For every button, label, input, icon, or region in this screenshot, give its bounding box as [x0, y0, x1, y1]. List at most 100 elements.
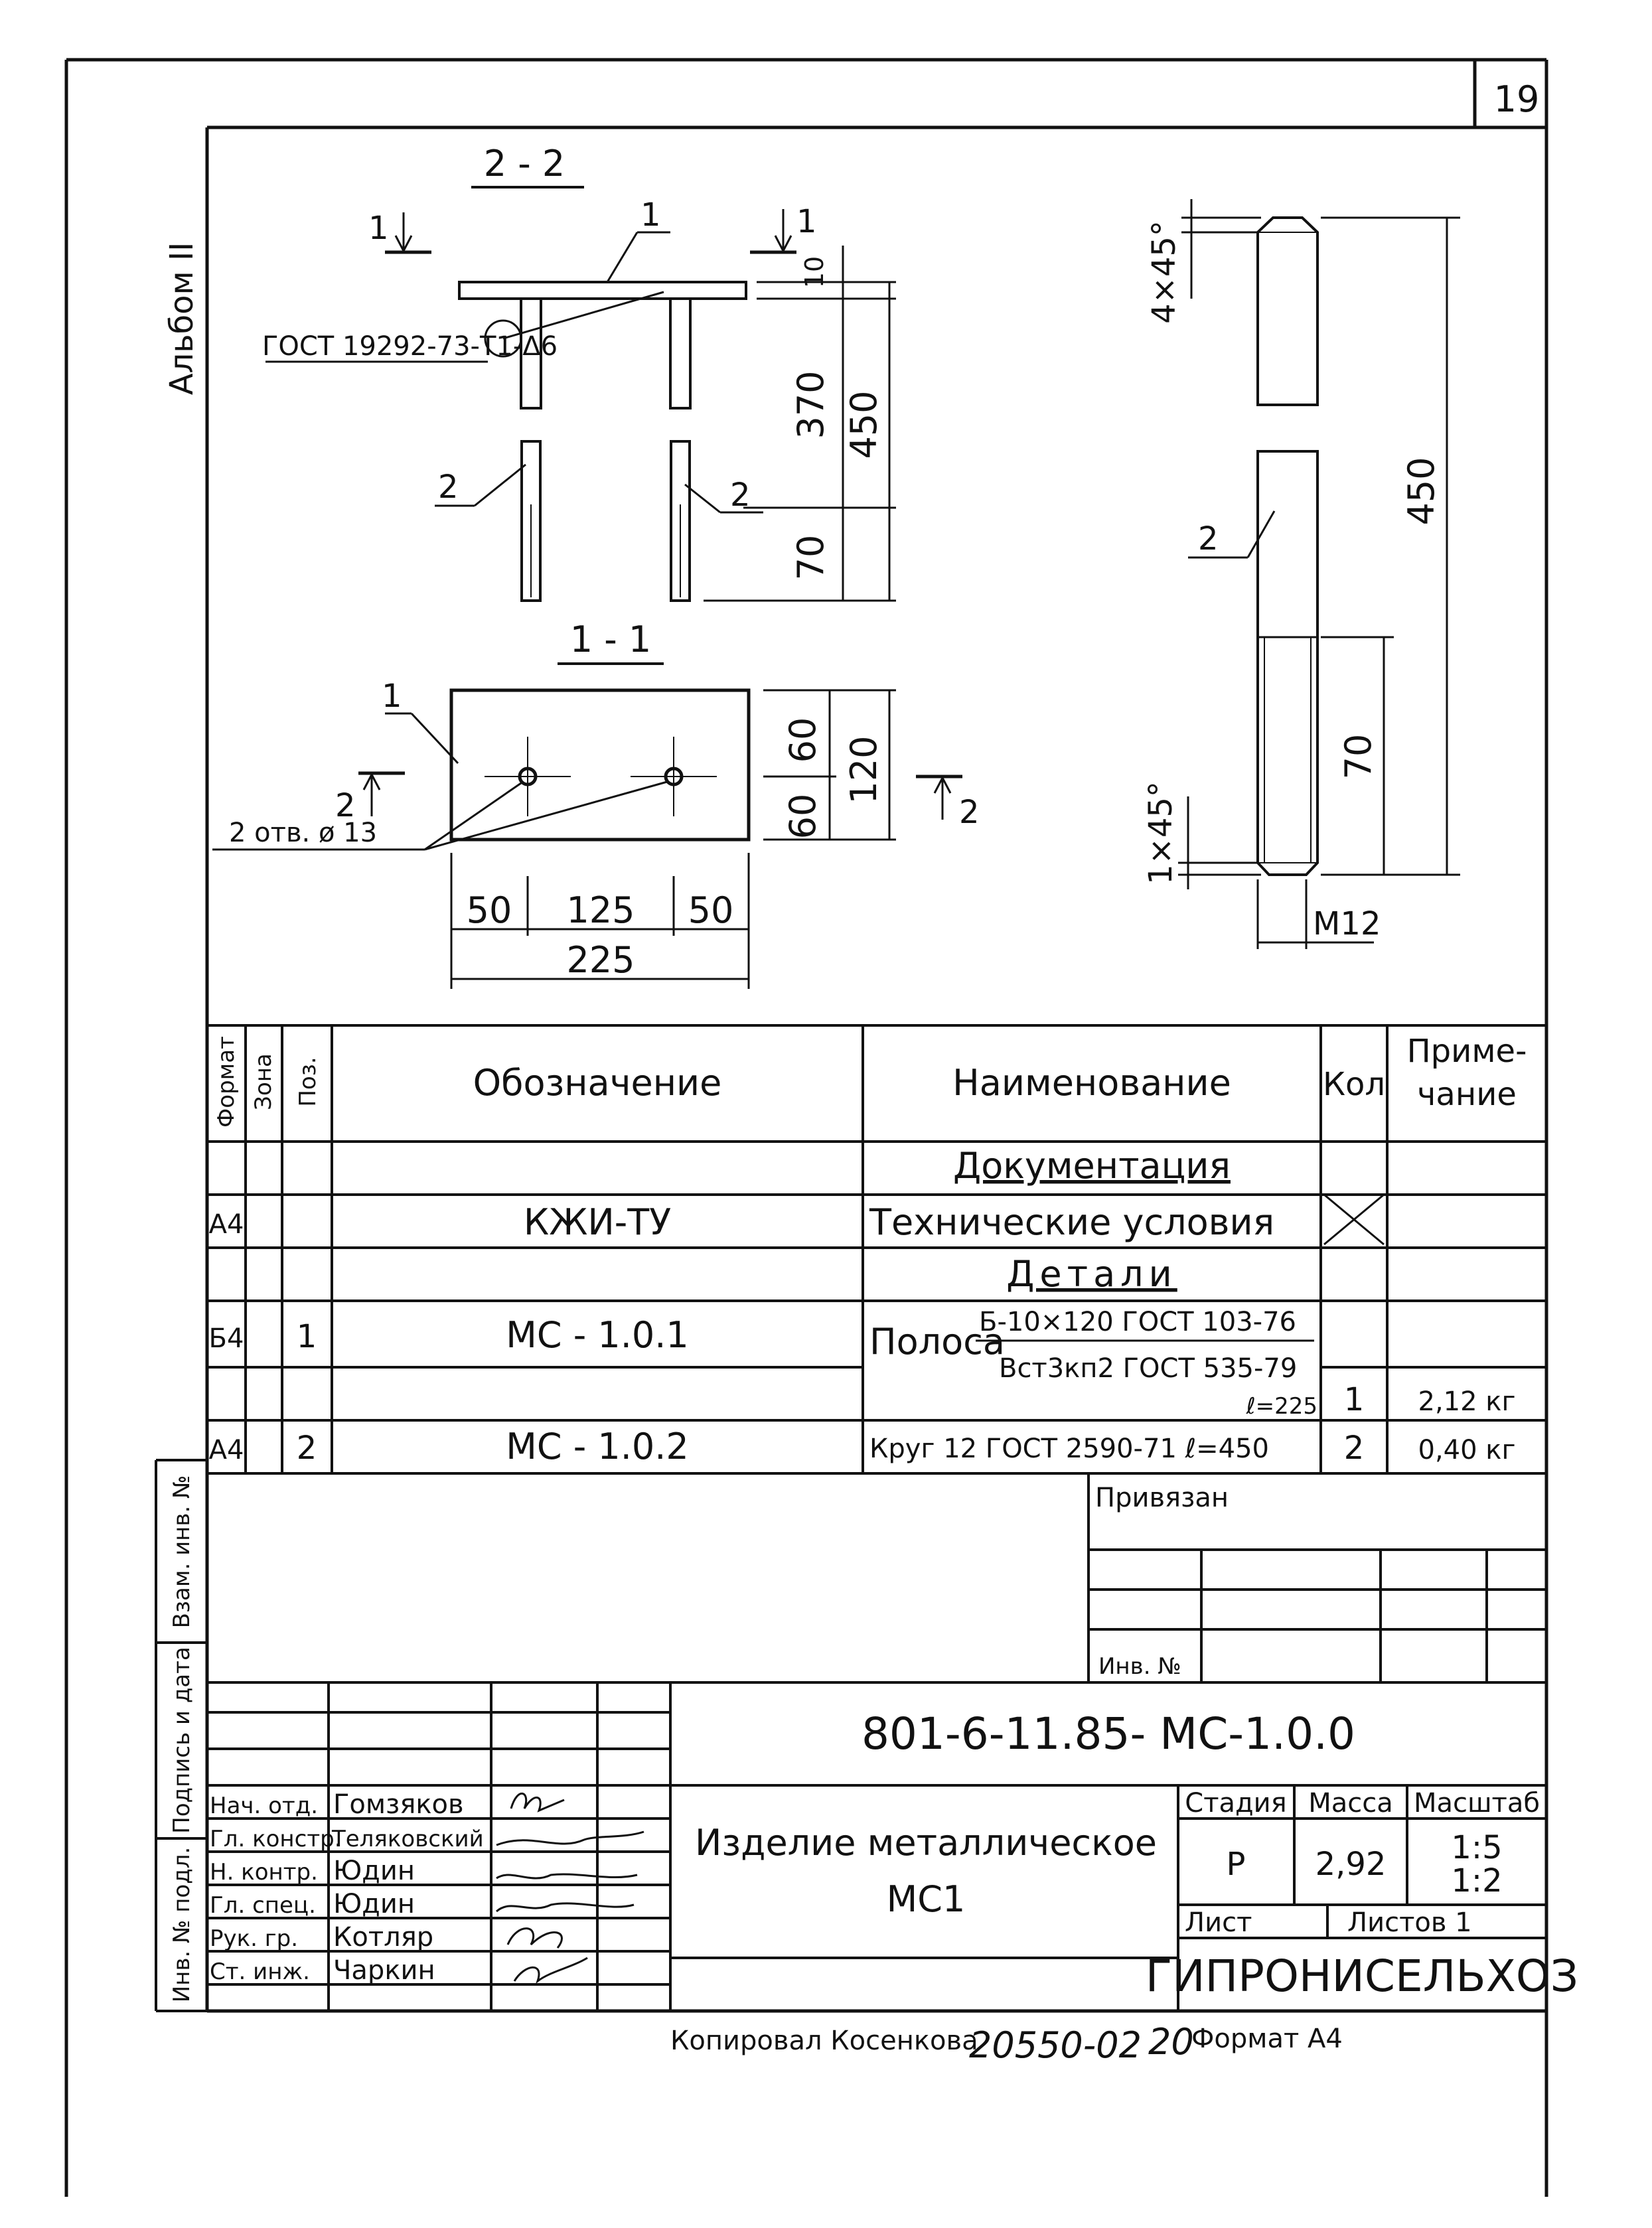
- col-qty-header: Кол: [1323, 1066, 1385, 1103]
- leader-part-1-plan: 1: [382, 678, 402, 715]
- section-2-2: 2 - 2 1 1 1 ГОСТ 19292-73-Т1-Δ6 2: [262, 143, 896, 602]
- row-1-pos: 1: [297, 1318, 317, 1355]
- scale-label: Масштаб: [1414, 1788, 1540, 1819]
- chamfer-bottom: 1×45°: [1142, 781, 1179, 885]
- section-2-2-title: 2 - 2: [484, 143, 565, 185]
- cut-1-right-number: 1: [796, 203, 817, 240]
- col-note-header-2: чание: [1417, 1076, 1517, 1113]
- dim-50-left: 50: [467, 889, 512, 931]
- col-pos-header: Поз.: [295, 1057, 321, 1106]
- row-1-note: 2,12 кг: [1418, 1386, 1516, 1417]
- rod-dim-70: 70: [1337, 734, 1379, 780]
- cut-2-right-number: 2: [959, 794, 980, 831]
- chamfer-top: 4×45°: [1146, 220, 1183, 324]
- row-2-name: Круг 12 ГОСТ 2590-71 ℓ=450: [869, 1434, 1269, 1464]
- stage-label: Стадия: [1185, 1788, 1286, 1819]
- leader-part-1: 1: [640, 196, 661, 234]
- signatures: [495, 1793, 644, 1984]
- footer-order-page: 20: [1148, 2021, 1194, 2063]
- name-4: Котляр: [333, 1922, 433, 1953]
- section-parts: Детали: [1006, 1253, 1177, 1295]
- cut-2-left-number: 2: [335, 787, 356, 824]
- binding-label: Привязан: [1095, 1483, 1229, 1513]
- dim-125: 125: [566, 889, 635, 931]
- dim-370: 370: [790, 370, 832, 439]
- row-2-qty: 2: [1344, 1430, 1365, 1467]
- row-1-name-top: Б-10×120 ГОСТ 103-76: [979, 1307, 1296, 1337]
- rod-leader-2: 2: [1198, 520, 1219, 557]
- mass-label: Масса: [1308, 1788, 1393, 1819]
- section-1-1: 1 - 1 1 2 отв. ø 13 2 2: [212, 619, 980, 989]
- product-code: МС1: [887, 1878, 966, 1920]
- sheet-label: Лист: [1185, 1907, 1252, 1938]
- sheet-frame: [64, 58, 1548, 2197]
- anchor-thread-left: [520, 440, 542, 602]
- title-block: [207, 1682, 1546, 2011]
- dim-60-top: 60: [782, 717, 824, 763]
- role-3: Гл. спец.: [210, 1892, 316, 1919]
- col-designation-header: Обозначение: [473, 1062, 722, 1104]
- name-2: Юдин: [333, 1856, 415, 1886]
- sheet-number: 19: [1494, 78, 1540, 120]
- row-docs-format: А4: [209, 1209, 244, 1240]
- dim-10: 10: [800, 256, 829, 288]
- role-2: Н. контр.: [210, 1859, 318, 1886]
- footer-order: 20550-02: [969, 2024, 1142, 2066]
- side-stamp: [155, 1459, 207, 2012]
- name-1: Теляковский: [331, 1826, 484, 1852]
- anchor-thread-right: [670, 440, 691, 602]
- binding-block: [207, 1473, 1546, 1684]
- side-inv-podl: Инв. № подл.: [169, 1847, 195, 2003]
- dim-225: 225: [566, 939, 635, 981]
- role-4: Рук. гр.: [210, 1925, 298, 1952]
- anchor-stud-right: [669, 297, 692, 409]
- row-docs-designation: КЖИ-ТУ: [524, 1201, 671, 1243]
- row-2-designation: МС - 1.0.2: [506, 1426, 689, 1467]
- side-podpis: Подпись и дата: [169, 1647, 195, 1834]
- footer-format: Формат А4: [1191, 2024, 1343, 2054]
- col-format-header: Формат: [213, 1036, 240, 1128]
- document-code: 801-6-11.85- МС-1.0.0: [862, 1708, 1355, 1759]
- section-documentation: Документация: [953, 1145, 1231, 1187]
- name-5: Чаркин: [333, 1955, 435, 1986]
- section-1-1-title: 1 - 1: [570, 619, 652, 660]
- col-zone-header: Зона: [250, 1053, 277, 1110]
- rod-detail: 4×45° 1×45° 2 450 70 М12: [1142, 199, 1460, 949]
- mass-value: 2,92: [1315, 1846, 1387, 1883]
- col-name-header: Наименование: [952, 1062, 1231, 1104]
- dim-450-section: 450: [843, 390, 885, 459]
- row-1-format: Б4: [209, 1323, 244, 1354]
- col-note-header-1: Приме-: [1407, 1033, 1527, 1070]
- row-1-qty: 1: [1344, 1381, 1365, 1418]
- plate-part-1-section: [458, 281, 747, 300]
- scale-value-2: 1:2: [1451, 1862, 1502, 1899]
- sheets-total: Листов 1: [1347, 1907, 1472, 1938]
- row-1-length: ℓ=225: [1246, 1393, 1317, 1420]
- scale-value-1: 1:5: [1451, 1829, 1502, 1866]
- stage-value: Р: [1227, 1846, 1246, 1883]
- spec-table: [207, 1024, 1546, 1475]
- row-docs-name: Технические условия: [869, 1201, 1274, 1243]
- row-1-designation: МС - 1.0.1: [506, 1314, 689, 1356]
- dim-60-bottom: 60: [782, 794, 824, 840]
- role-5: Ст. инж.: [210, 1959, 310, 1985]
- footer-copied: Копировал Косенкова: [670, 2026, 978, 2056]
- row-1-name-bottom: Вст3кп2 ГОСТ 535-79: [999, 1353, 1297, 1384]
- side-vzam: Взам. инв. №: [169, 1475, 195, 1629]
- weld-note: ГОСТ 19292-73-Т1-Δ6: [262, 331, 558, 362]
- dim-120: 120: [843, 735, 885, 804]
- row-2-note: 0,40 кг: [1418, 1435, 1516, 1465]
- rod-dim-450: 450: [1400, 457, 1442, 525]
- name-3: Юдин: [333, 1889, 415, 1919]
- dim-50-right: 50: [688, 889, 734, 931]
- anchor-stud-left: [520, 297, 542, 409]
- organization: ГИПРОНИСЕЛЬХОЗ: [1146, 1951, 1578, 2002]
- binding-inv: Инв. №: [1098, 1653, 1181, 1680]
- leader-part-2-left: 2: [438, 469, 459, 506]
- product-title: Изделие металлическое: [695, 1822, 1157, 1864]
- rod-thread: М12: [1313, 905, 1381, 942]
- plate-part-1-plan: [449, 688, 751, 842]
- album-label: Альбом II: [163, 242, 200, 396]
- row-2-format: А4: [209, 1435, 244, 1465]
- role-0: Нач. отд.: [210, 1793, 318, 1819]
